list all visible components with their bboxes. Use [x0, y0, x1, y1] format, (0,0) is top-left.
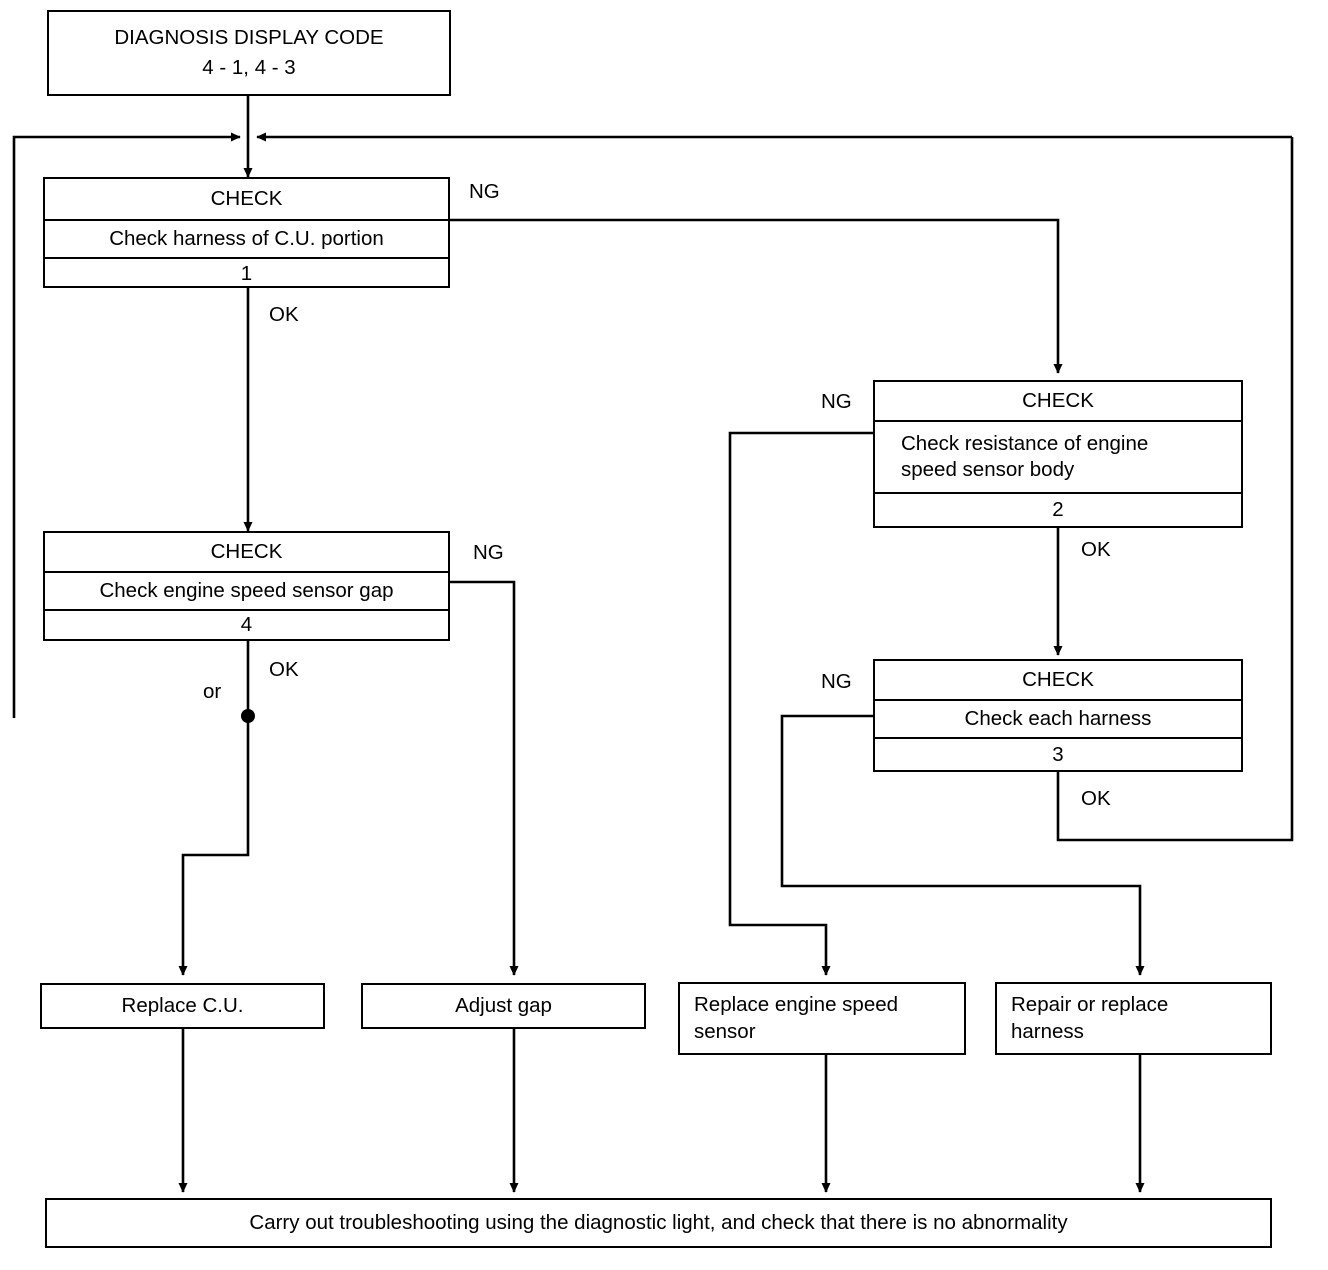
check-box-2: CHECK Check resistance of engine speed s…: [873, 380, 1243, 528]
check-1-body: Check harness of C.U. portion: [45, 219, 448, 257]
check-2-body-line1: Check resistance of engine: [901, 432, 1149, 456]
check-4-header: CHECK: [210, 540, 283, 564]
outcome-replace-cu: Replace C.U.: [40, 983, 325, 1029]
edge-label-ng-check3: NG: [821, 670, 852, 693]
edge-label-ng-check4: NG: [473, 541, 504, 564]
check-box-4: CHECK Check engine speed sensor gap 4: [43, 531, 450, 641]
check-2-header: CHECK: [1022, 389, 1094, 413]
outcome-repair-harness-line2: harness: [1011, 1019, 1084, 1043]
check-box-1: CHECK Check harness of C.U. portion 1: [43, 177, 450, 288]
outcome-repair-or-replace-harness: Repair or replace harness: [995, 982, 1272, 1055]
check-1-number: 1: [45, 257, 448, 288]
check-3-header: CHECK: [1022, 668, 1094, 692]
edge-label-ok-check4: OK: [269, 658, 299, 681]
final-instruction-bar: Carry out troubleshooting using the diag…: [45, 1198, 1272, 1248]
edge-left-return-into-junction: [12, 132, 241, 718]
start-title-line2: 4 - 1, 4 - 3: [202, 56, 296, 79]
check-1-header: CHECK: [210, 187, 283, 211]
start-node-diagnosis-display-code: DIAGNOSIS DISPLAY CODE 4 - 1, 4 - 3: [47, 10, 451, 96]
edge-label-ng-check2: NG: [821, 390, 852, 413]
edge-label-ok-check1: OK: [269, 303, 299, 326]
outcome-replace-engine-speed-sensor: Replace engine speed sensor: [678, 982, 966, 1055]
check-2-body: Check resistance of engine speed sensor …: [875, 420, 1241, 492]
edge-label-or-junction: or: [203, 680, 222, 703]
check-2-body-line2: speed sensor body: [901, 458, 1075, 481]
outcome-replace-sensor-line2: sensor: [694, 1019, 756, 1043]
check-2-number: 2: [875, 492, 1241, 526]
check-4-number: 4: [45, 609, 448, 639]
edge-check3-ng-to-repair-harness: [780, 714, 1145, 976]
edge-junction-to-replace-cu: [178, 716, 250, 976]
edge-label-ok-check3: OK: [1081, 787, 1111, 810]
check-4-body: Check engine speed sensor gap: [45, 571, 448, 609]
outcome-adjust-gap: Adjust gap: [361, 983, 646, 1029]
edge-label-ng-check1: NG: [469, 180, 500, 203]
outcome-replace-sensor-line1: Replace engine speed: [694, 992, 899, 1016]
edge-check3-ok-to-return: [1056, 137, 1294, 842]
start-title-line1: DIAGNOSIS DISPLAY CODE: [114, 26, 384, 50]
outcome-repair-harness-line1: Repair or replace: [1011, 992, 1169, 1016]
check-3-body: Check each harness: [875, 699, 1241, 737]
edge-check1-ng-to-check2: [450, 218, 1063, 374]
check-box-3: CHECK Check each harness 3: [873, 659, 1243, 772]
edge-check2-ng-to-replace-sensor: [728, 431, 873, 976]
or-junction-dot: [241, 709, 255, 723]
edge-check4-ng-to-adjust-gap: [450, 580, 519, 976]
check-3-number: 3: [875, 737, 1241, 770]
edge-label-ok-check2: OK: [1081, 538, 1111, 561]
